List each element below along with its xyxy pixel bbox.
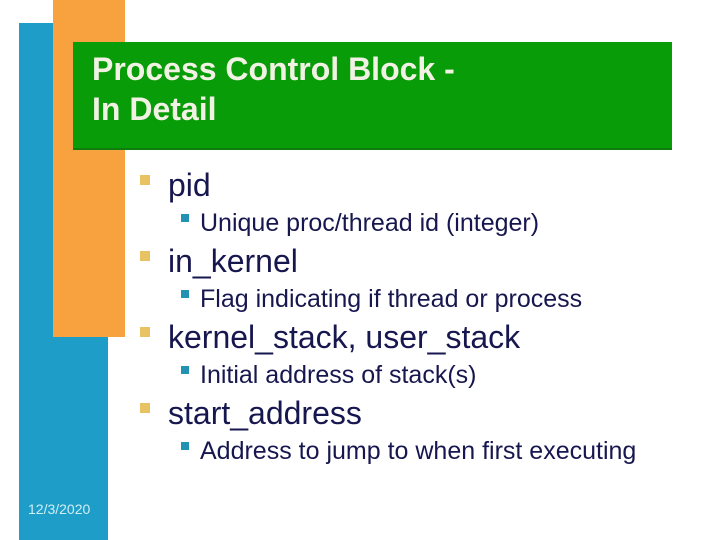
- bullet-list: pid Unique proc/thread id (integer) in_k…: [140, 166, 706, 470]
- square-bullet-icon: [140, 251, 150, 261]
- square-bullet-icon: [181, 290, 189, 298]
- title-banner: Process Control Block - In Detail: [73, 42, 672, 150]
- bullet-text: kernel_stack, user_stack: [168, 319, 521, 355]
- square-bullet-icon: [140, 403, 150, 413]
- slide-date: 12/3/2020: [28, 501, 91, 517]
- slide-title-line1: Process Control Block -: [92, 51, 455, 87]
- sub-bullet-text: Unique proc/thread id (integer): [200, 209, 540, 237]
- square-bullet-icon: [140, 175, 150, 185]
- sub-bullet-text: Address to jump to when first executing: [200, 437, 637, 465]
- square-bullet-icon: [181, 214, 189, 222]
- bullet-text: start_address: [168, 395, 362, 431]
- bullet-text: pid: [168, 167, 211, 203]
- bullet-item: start_address: [140, 394, 706, 432]
- sub-bullet-text: Flag indicating if thread or process: [200, 285, 583, 313]
- bullet-item: pid: [140, 166, 706, 204]
- square-bullet-icon: [140, 327, 150, 337]
- bullet-item: kernel_stack, user_stack: [140, 318, 706, 356]
- bullet-text: in_kernel: [168, 243, 298, 279]
- square-bullet-icon: [181, 442, 189, 450]
- sub-bullet-item: Initial address of stack(s): [181, 356, 706, 394]
- bullet-item: in_kernel: [140, 242, 706, 280]
- sub-bullet-item: Unique proc/thread id (integer): [181, 204, 706, 242]
- square-bullet-icon: [181, 366, 189, 374]
- sub-bullet-item: Flag indicating if thread or process: [181, 280, 706, 318]
- slide-title-line2: In Detail: [92, 91, 217, 127]
- sub-bullet-text: Initial address of stack(s): [200, 361, 477, 389]
- sub-bullet-item: Address to jump to when first executing: [181, 432, 706, 470]
